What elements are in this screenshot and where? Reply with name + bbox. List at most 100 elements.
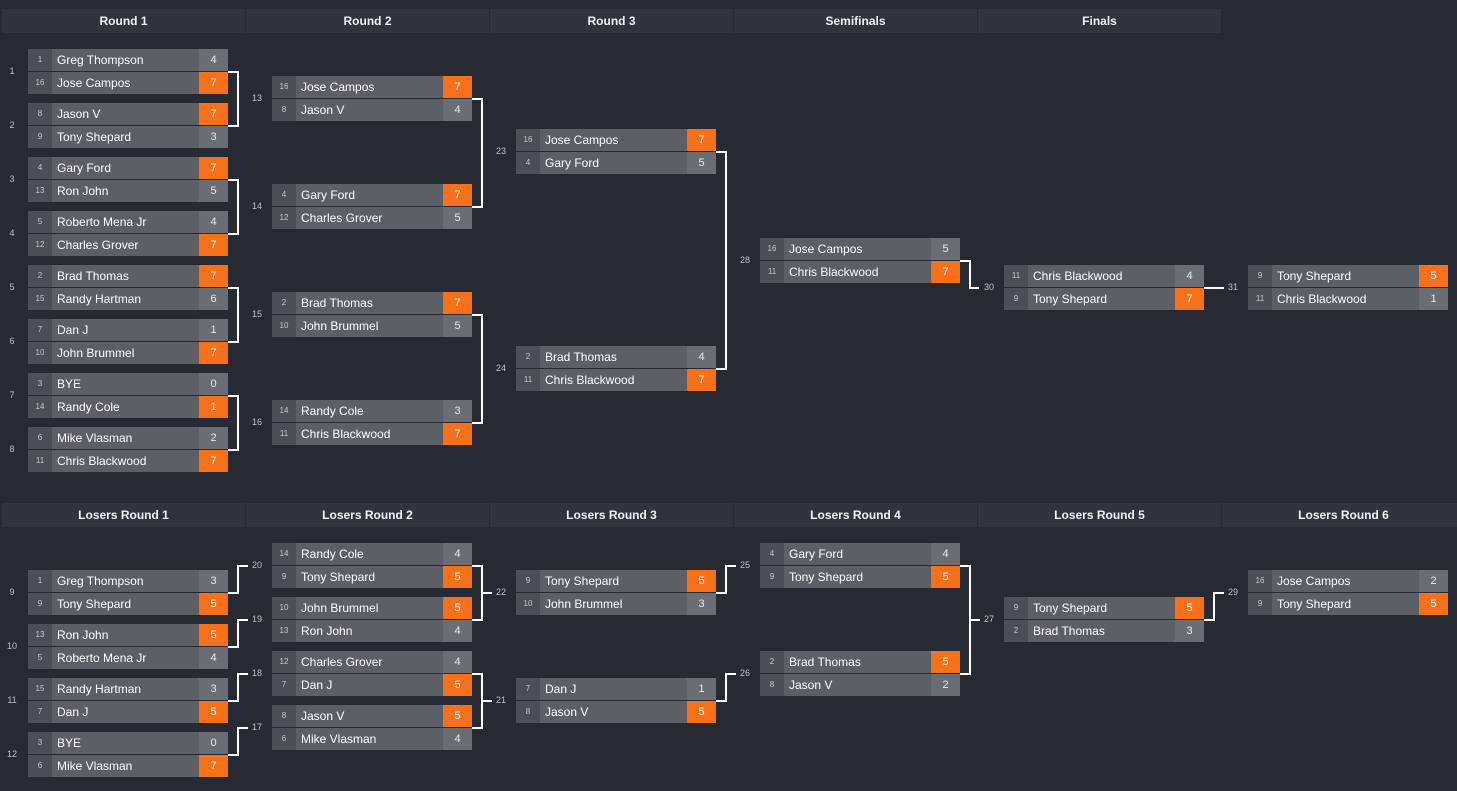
seed-number: 13 bbox=[28, 180, 52, 202]
seed-number: 16 bbox=[1248, 570, 1272, 592]
participant-name: Brad Thomas bbox=[540, 346, 692, 368]
match-number: 23 bbox=[495, 146, 506, 156]
match-number: 9 bbox=[9, 587, 15, 597]
seed-number: 9 bbox=[516, 570, 540, 592]
seed-number: 11 bbox=[28, 450, 52, 472]
